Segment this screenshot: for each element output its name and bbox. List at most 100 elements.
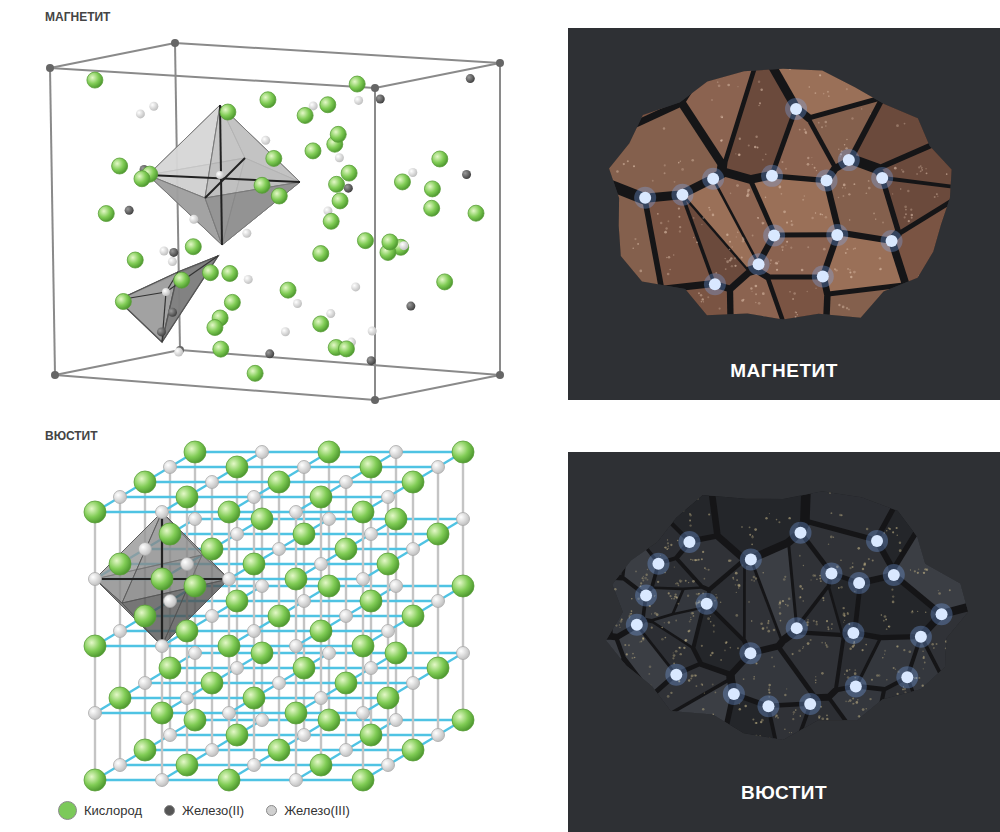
- ion-dot: [850, 680, 862, 692]
- oxygen-atom: [84, 635, 106, 657]
- rock-speck: [940, 322, 943, 325]
- rock-speck: [747, 189, 750, 192]
- rock-speck: [875, 218, 876, 219]
- rock-speck: [708, 207, 710, 209]
- rock-speck: [638, 517, 640, 519]
- rock-speck: [720, 659, 722, 661]
- rock-speck: [823, 599, 825, 601]
- oxygen-atom: [159, 657, 181, 679]
- legend-item: Кислород: [58, 801, 142, 820]
- rock-speck: [734, 265, 736, 267]
- rock-speck: [884, 650, 886, 652]
- oxygen-atom: [305, 143, 321, 159]
- ion-glow: [910, 626, 932, 648]
- rock-speck: [766, 627, 768, 629]
- rock-speck: [826, 718, 828, 720]
- rock-speck: [651, 627, 653, 629]
- rock-speck: [870, 113, 871, 114]
- rock-speck: [821, 717, 824, 720]
- rock-speck: [752, 718, 754, 720]
- rock-speck: [803, 646, 805, 648]
- rock-speck: [924, 662, 926, 664]
- rock-speck: [668, 548, 669, 549]
- rock-speck: [757, 217, 759, 219]
- iron-atom: [256, 446, 269, 459]
- cell-edge: [375, 375, 500, 400]
- rock-speck: [967, 528, 969, 530]
- rock-speck: [834, 268, 836, 270]
- rock-speck: [854, 247, 856, 249]
- rock-speck: [883, 620, 885, 622]
- rock-speck: [729, 249, 731, 251]
- rock-speck: [846, 88, 848, 90]
- rock-speck: [878, 303, 879, 304]
- iron-atom: [432, 729, 445, 742]
- rock-speck: [674, 566, 675, 567]
- rock-speck: [933, 647, 934, 648]
- rock-speck: [718, 307, 720, 309]
- rock-speck: [720, 601, 722, 603]
- rock-speck: [865, 644, 867, 646]
- rock-speck: [609, 724, 612, 727]
- rock-speck: [765, 153, 767, 155]
- rock-speck: [703, 490, 705, 492]
- rock-speck: [911, 611, 914, 614]
- rock-speck: [685, 580, 687, 582]
- rock-speck: [611, 224, 614, 227]
- panel-title: МАГНЕТИТ: [568, 360, 1000, 382]
- rock-speck: [677, 583, 679, 585]
- rock-speck: [762, 627, 765, 630]
- rock-speck: [925, 168, 927, 170]
- rock-speck: [943, 511, 945, 513]
- ion-dot: [817, 271, 829, 283]
- rock-speck: [945, 640, 948, 643]
- rock-speck: [813, 620, 815, 622]
- rock-speck: [657, 581, 659, 583]
- oxygen-atom: [218, 769, 240, 791]
- rock-speck: [958, 732, 959, 733]
- rock-speck: [807, 619, 809, 621]
- rock-speck: [758, 302, 761, 305]
- iron-ii-atom: [376, 95, 385, 104]
- rock-speck: [842, 187, 843, 188]
- rock-speck: [667, 539, 668, 540]
- rock-speck: [959, 276, 962, 279]
- rock-speck: [849, 272, 851, 274]
- rock-speck: [858, 715, 860, 717]
- rock-speck: [668, 483, 670, 485]
- rock-speck: [599, 491, 601, 493]
- rock-fragment: [598, 187, 659, 333]
- oxygen-atom: [352, 769, 374, 791]
- rock: [592, 476, 973, 748]
- ion-glow: [748, 253, 770, 275]
- rock-speck: [937, 290, 939, 292]
- rock-speck: [755, 577, 757, 579]
- ion-glow: [671, 184, 693, 206]
- iron-iii-atom: [149, 102, 158, 111]
- rock-speck: [640, 582, 642, 584]
- rock-speck: [816, 170, 817, 171]
- rock-speck: [645, 574, 647, 576]
- rock-speck: [743, 322, 744, 323]
- rock-speck: [627, 288, 630, 291]
- rock-speck: [931, 643, 933, 645]
- rock-speck: [633, 486, 635, 488]
- rock-speck: [807, 246, 809, 248]
- tetrahedron-bond: [166, 256, 218, 292]
- ion-dot: [768, 229, 780, 241]
- iron-atom: [223, 573, 236, 586]
- rock-speck: [919, 677, 921, 679]
- rock-speck: [684, 723, 686, 725]
- rock-speck: [904, 705, 906, 707]
- rock-speck: [904, 691, 906, 693]
- rock-speck: [824, 121, 827, 124]
- rock-speck: [785, 244, 786, 245]
- rock-speck: [829, 492, 831, 494]
- ion-dot: [652, 558, 664, 570]
- oxygen-atom: [271, 188, 287, 204]
- iron-atom: [365, 528, 378, 541]
- rock-speck: [753, 676, 754, 677]
- rock-speck: [711, 652, 713, 654]
- rock-speck: [911, 214, 914, 217]
- rock-speck: [789, 732, 790, 733]
